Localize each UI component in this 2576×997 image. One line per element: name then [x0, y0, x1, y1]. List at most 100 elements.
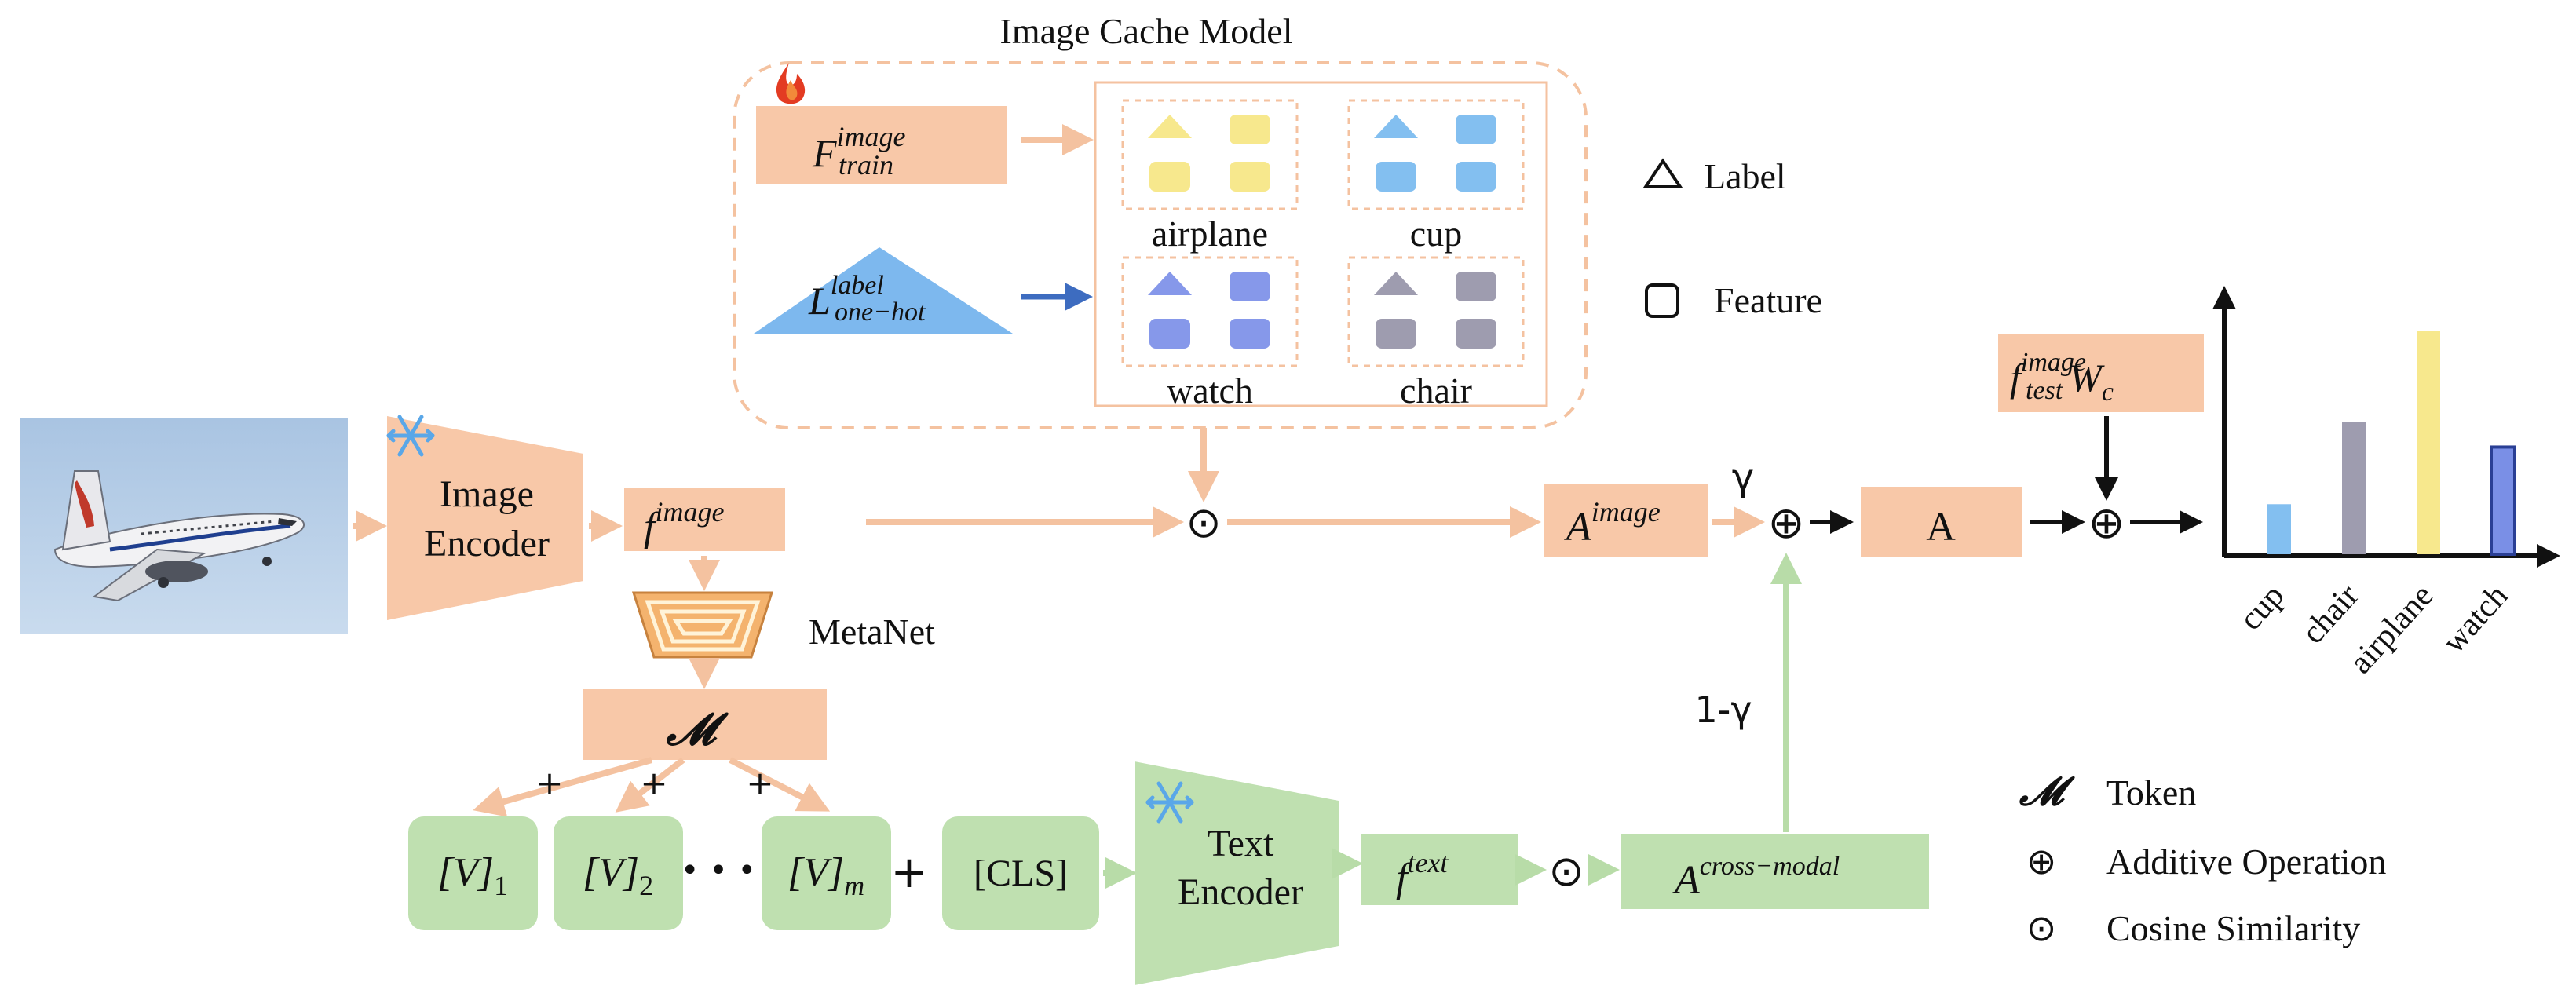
- metanet-icon: [631, 591, 774, 659]
- feature-square: [1230, 272, 1270, 301]
- f-train-box: [756, 106, 1007, 184]
- cache-inner-frame: [1094, 81, 1548, 407]
- feature-square: [1230, 319, 1270, 349]
- label-triangle: [1148, 272, 1192, 295]
- a-cross-modal-label: Across−modal: [1672, 852, 1840, 903]
- a-box-label: A: [1926, 505, 1956, 550]
- label-triangle: [1148, 115, 1192, 138]
- cache-group-watch: watch: [1121, 256, 1299, 411]
- cache-group-frame: [1347, 99, 1525, 210]
- cache-group-frame: [1121, 99, 1299, 210]
- label-triangle: [1374, 272, 1418, 295]
- bar-label-airplane: airplane: [2343, 578, 2441, 681]
- text-encoder-block: [1135, 761, 1339, 985]
- legend-feature-text: Feature: [1714, 280, 1822, 320]
- legend-label-text: Label: [1704, 156, 1786, 196]
- cosine-op-top: ⊙: [1186, 498, 1221, 547]
- legend-bottom: 𝓜 Token ⊕Additive Operation ⊙ Cosine Similar…: [2019, 768, 2386, 949]
- cache-group-label: watch: [1167, 371, 1253, 411]
- arrow-token-to-v2: [615, 757, 685, 813]
- f-image-box: [624, 488, 785, 551]
- feature-square: [1230, 162, 1270, 192]
- bar-label-watch: watch: [2435, 578, 2515, 660]
- cls-token-box: [942, 816, 1099, 930]
- cache-group-label: airplane: [1152, 214, 1268, 254]
- legend-text: Token: [2106, 772, 2196, 813]
- airplane-photo-icon: [20, 418, 348, 634]
- f-test-box: [1998, 334, 2204, 412]
- bar-label-chair: chair: [2295, 578, 2366, 651]
- cache-model-frame: [733, 61, 1588, 429]
- legend-item-3: ⊙ Cosine Similarity: [2026, 907, 2361, 949]
- cache-groups: airplane cup watch chair: [1121, 99, 1525, 411]
- m-token-box: [583, 689, 827, 760]
- cache-group-label: chair: [1400, 371, 1472, 411]
- snowflake-icon: [1145, 781, 1194, 824]
- legend-symbol: ⊙: [2026, 907, 2057, 949]
- cache-group-cup: cup: [1347, 99, 1525, 254]
- arrow-token-to-vm: [729, 757, 831, 812]
- cache-group-frame: [1347, 256, 1525, 367]
- additive-op-1: ⊕: [1768, 498, 1805, 549]
- bar-watch: [2490, 445, 2516, 557]
- legend-text: Additive Operation: [2106, 842, 2386, 882]
- plus-before-cls: +: [891, 847, 928, 898]
- a-image-label: Aimage: [1564, 496, 1661, 550]
- f-text-box: [1361, 834, 1518, 905]
- prompt-tokens: [V]1 [V]2 [V]m: [408, 816, 891, 930]
- gamma-label: γ: [1732, 456, 1754, 500]
- arrow-token-to-v1: [473, 757, 653, 817]
- metanet-label: MetaNet: [809, 612, 935, 652]
- a-cross-modal-box: [1621, 834, 1929, 909]
- f-image-label: fimage: [644, 496, 724, 550]
- snowflake-icon: [386, 415, 435, 457]
- one-minus-gamma-label: 1-γ: [1694, 688, 1752, 731]
- cache-group-airplane: airplane: [1121, 99, 1299, 254]
- prompt-token-3: [V]m: [762, 816, 891, 930]
- legend-text: Cosine Similarity: [2106, 908, 2360, 948]
- prompt-token-1: [V]1: [408, 816, 538, 930]
- feature-square-icon: [1645, 283, 1679, 318]
- bar-airplane: [2417, 331, 2440, 554]
- legend-symbol: 𝓜: [2019, 768, 2075, 814]
- cache-group-label: cup: [1410, 214, 1462, 254]
- plus-sign-2: +: [640, 764, 667, 802]
- label-triangle: [1374, 115, 1418, 138]
- a-box: [1861, 487, 2022, 557]
- prompt-token-box: [408, 816, 538, 930]
- feature-square: [1456, 272, 1496, 301]
- feature-square: [1456, 115, 1496, 144]
- prompt-token-label: [V]2: [583, 850, 653, 901]
- feature-square: [1149, 162, 1190, 192]
- cache-group-frame: [1121, 256, 1299, 367]
- legend-item-2: ⊕Additive Operation: [2026, 840, 2387, 882]
- feature-square: [1376, 162, 1416, 192]
- label-triangle-icon: [1642, 158, 1683, 188]
- plus-sign-1: +: [535, 764, 563, 802]
- feature-square: [1376, 319, 1416, 349]
- bar-chair: [2342, 422, 2366, 554]
- bar-label-cup: cup: [2233, 578, 2292, 637]
- additive-op-2: ⊕: [2088, 498, 2125, 549]
- prompt-token-label: [V]m: [787, 850, 864, 901]
- prompt-token-label: [V]1: [437, 850, 508, 901]
- a-image-box: [1544, 484, 1708, 557]
- feature-square: [1456, 319, 1496, 349]
- plus-sign-3: +: [746, 764, 773, 802]
- flame-icon: [776, 63, 806, 104]
- feature-square: [1456, 162, 1496, 192]
- feature-square: [1230, 115, 1270, 144]
- feature-square: [1149, 319, 1190, 349]
- cosine-op-bottom: ⊙: [1548, 846, 1584, 896]
- cache-title: Image Cache Model: [1000, 11, 1293, 51]
- prompt-token-2: [V]2: [554, 816, 683, 930]
- prompt-token-box: [762, 816, 891, 930]
- image-encoder-block: [387, 416, 583, 620]
